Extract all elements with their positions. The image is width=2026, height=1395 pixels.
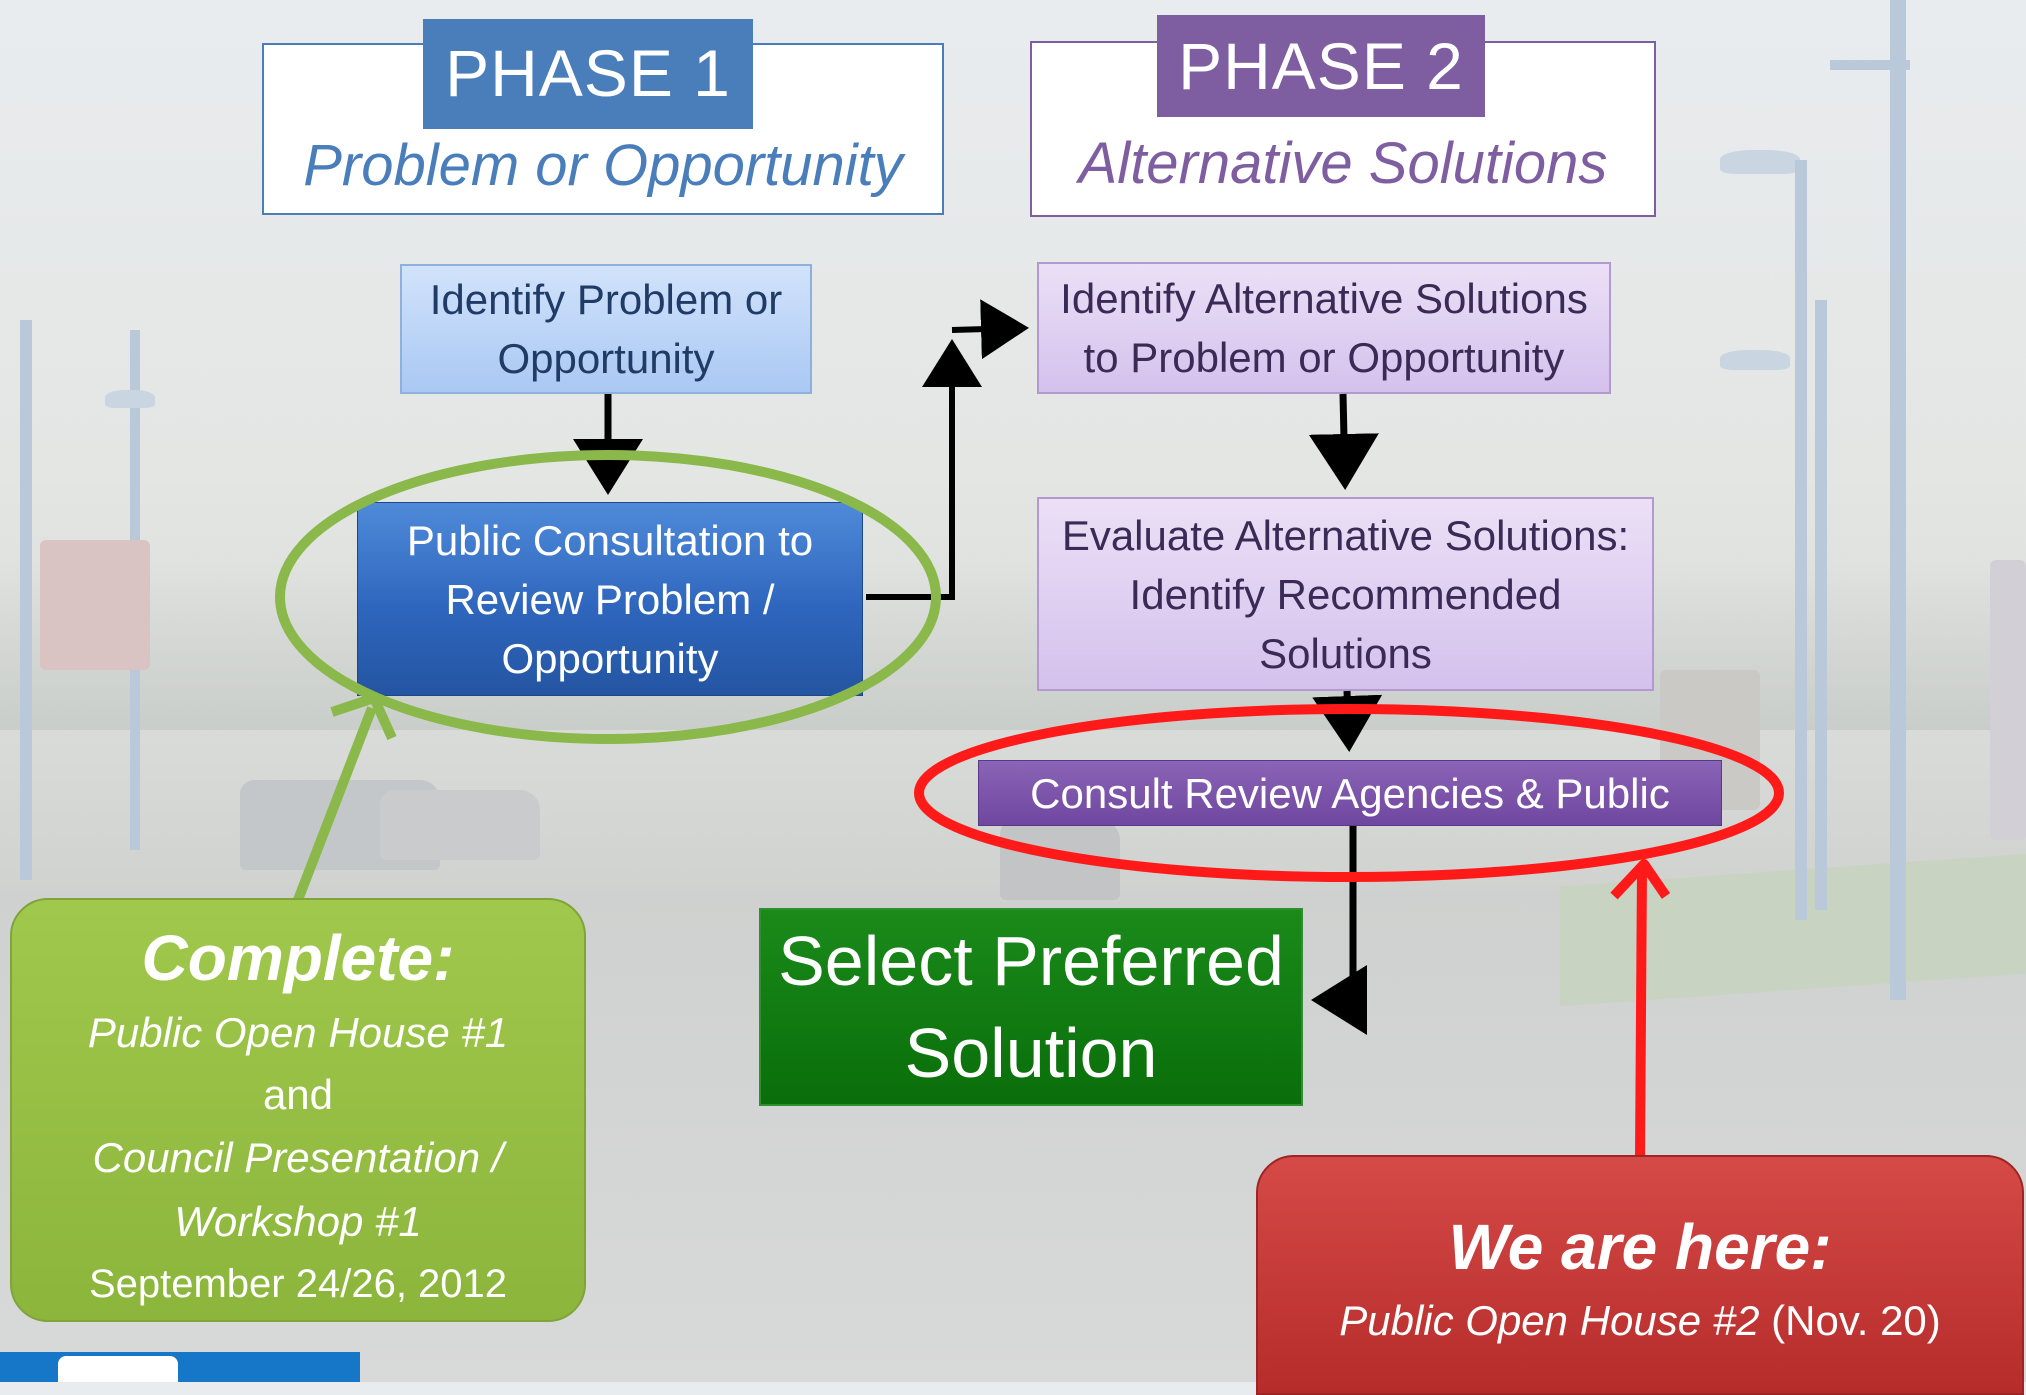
pointer-current-line <box>1635 867 1647 1159</box>
step-consult-agencies: Consult Review Agencies & Public <box>978 760 1722 826</box>
pointer-current-head <box>1610 859 1671 900</box>
phase1-tab: PHASE 1 <box>423 19 753 129</box>
step-identify-alternatives: Identify Alternative Solutions to Proble… <box>1037 262 1611 394</box>
current-heading: We are here: <box>1448 1211 1832 1283</box>
arrow-to-identify-alternatives <box>951 299 1029 360</box>
background-car <box>380 790 540 860</box>
logo-bar <box>0 1352 360 1382</box>
phase2-tab: PHASE 2 <box>1157 15 1485 117</box>
pointer-complete-line <box>291 706 377 907</box>
background-sign <box>40 540 150 670</box>
current-event-line: Public Open House #2 (Nov. 20) <box>1258 1291 2022 1351</box>
phase2-subtitle: Alternative Solutions <box>1078 131 1608 196</box>
complete-line3: Council Presentation / Workshop #1 <box>92 1134 504 1245</box>
background-lamp <box>1720 150 1800 174</box>
step-public-consultation: Public Consultation to Review Problem / … <box>357 502 863 696</box>
arrow-identify-to-evaluate <box>1308 393 1379 490</box>
background-lamp <box>1720 350 1790 370</box>
step-evaluate-alternatives: Evaluate Alternative Solutions: Identify… <box>1037 497 1654 691</box>
pointer-complete-head <box>330 693 397 741</box>
complete-line2: and <box>262 1071 334 1118</box>
highlight-ellipse-current <box>914 704 1784 882</box>
arrow-evaluate-to-consult <box>1312 690 1383 752</box>
arrow-consultation-up <box>866 339 982 600</box>
current-callout: We are here: Public Open House #2 (Nov. … <box>1256 1155 2024 1395</box>
logo-mark <box>58 1356 178 1382</box>
background-sign <box>1990 560 2026 840</box>
background-pole <box>1890 0 1906 1000</box>
background-pole <box>1830 60 1910 70</box>
background-pole <box>1795 160 1807 920</box>
step-identify-problem: Identify Problem or Opportunity <box>400 264 812 394</box>
complete-heading: Complete: <box>141 922 455 994</box>
highlight-ellipse-complete <box>275 450 941 744</box>
phase1-subtitle: Problem or Opportunity <box>303 133 903 198</box>
background-pole <box>1815 300 1827 910</box>
background-pole <box>20 320 32 880</box>
background-lamp <box>105 390 155 408</box>
arrow-consult-to-select <box>1311 826 1367 1035</box>
step-select-preferred: Select Preferred Solution <box>759 908 1303 1106</box>
current-date: (Nov. 20) <box>1771 1297 1941 1344</box>
complete-callout: Complete: Public Open House #1 and Counc… <box>10 898 586 1322</box>
complete-date: September 24/26, 2012 <box>88 1262 508 1306</box>
current-event: Public Open House #2 <box>1339 1297 1760 1344</box>
complete-line1: Public Open House #1 <box>87 1009 509 1056</box>
